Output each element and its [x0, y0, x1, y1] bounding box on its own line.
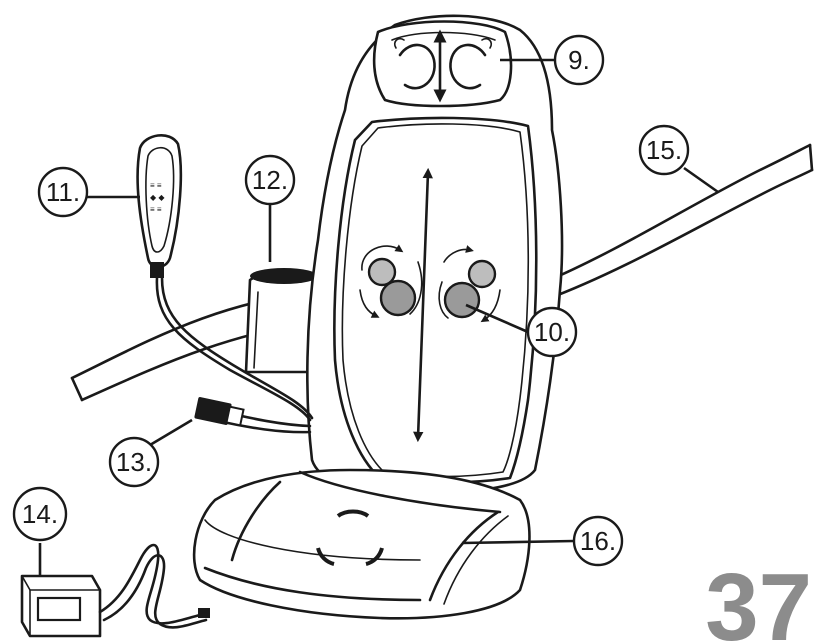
callout-10-label: 10.	[534, 317, 570, 347]
callout-15: 15.	[638, 124, 690, 176]
leader-16	[461, 539, 575, 545]
leader-15	[683, 166, 719, 194]
callout-13-label: 13.	[116, 447, 152, 477]
svg-text:≡ ≡: ≡ ≡	[150, 181, 162, 190]
svg-text:◆ ◆: ◆ ◆	[150, 193, 165, 202]
page-number: 37	[705, 554, 812, 642]
callout-11-label: 11.	[46, 177, 80, 207]
callout-10: 10.	[526, 306, 578, 358]
svg-text:≡ ≡: ≡ ≡	[150, 205, 162, 214]
callout-11: 11.	[37, 166, 89, 218]
backrest	[306, 14, 564, 495]
callout-13: 13.	[108, 436, 160, 488]
callout-12: 12.	[244, 154, 296, 206]
callout-12-label: 12.	[252, 165, 288, 195]
power-connector	[194, 397, 312, 434]
back-massage-nodes	[359, 167, 501, 443]
callout-9-label: 9.	[568, 45, 590, 75]
callout-14-label: 14.	[22, 499, 58, 529]
leader-13	[149, 418, 193, 447]
seat-cushion	[192, 468, 531, 620]
callout-14: 14.	[12, 486, 68, 542]
callout-16-label: 16.	[580, 526, 616, 556]
callout-16: 16.	[572, 515, 624, 567]
power-adapter	[20, 543, 210, 638]
callout-15-label: 15.	[646, 135, 682, 165]
callout-9: 9.	[553, 34, 605, 86]
leader-10	[465, 303, 529, 334]
remote-control: ≡ ≡ ◆ ◆ ≡ ≡	[136, 134, 314, 422]
neck-massage-nodes	[393, 29, 493, 103]
